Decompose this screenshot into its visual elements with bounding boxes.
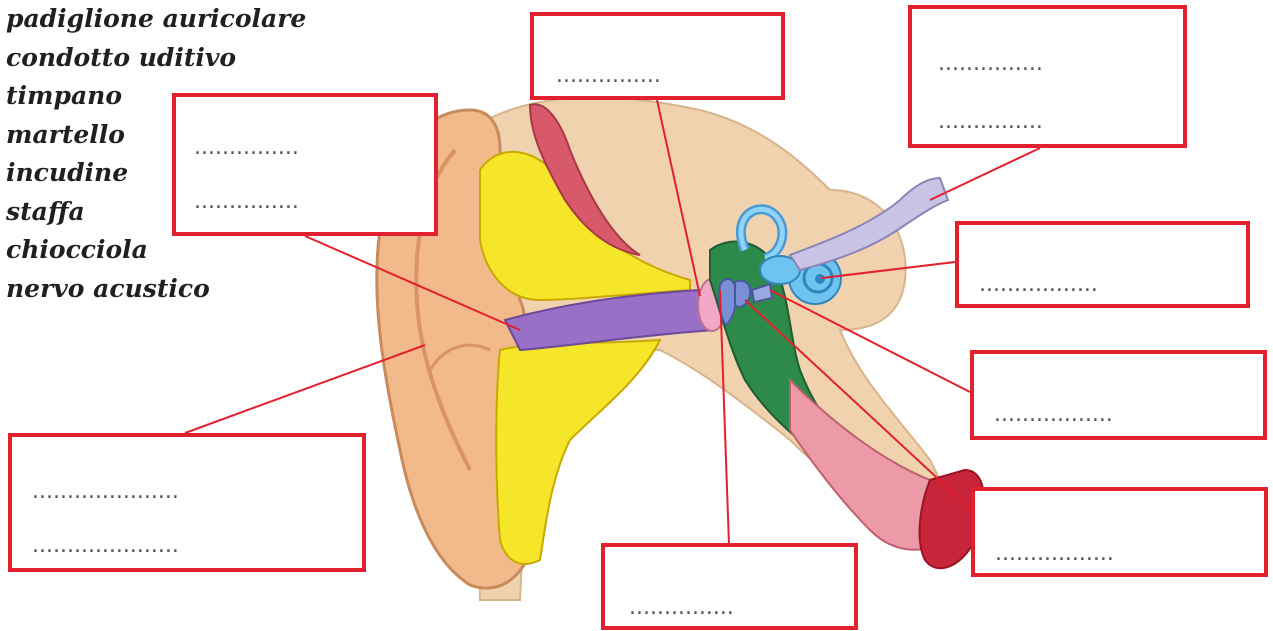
answer-blank[interactable]: ................. [995, 543, 1251, 565]
answer-blank[interactable]: ................. [979, 274, 1233, 296]
label-box-top-left[interactable]: ............... ............... [172, 93, 438, 236]
answer-blank[interactable]: ............... [938, 53, 1166, 75]
leader-line [930, 148, 1040, 200]
label-box-bottom-center[interactable]: ............... [601, 543, 858, 630]
label-box-right-middle[interactable]: ................. [970, 350, 1267, 440]
label-box-top-right[interactable]: ............... ............... [908, 5, 1187, 148]
answer-blank[interactable]: ............... [194, 191, 422, 213]
label-box-top-center[interactable]: ............... [530, 12, 785, 100]
answer-blank[interactable]: ................. [994, 404, 1250, 426]
label-box-right-lower[interactable]: ................. [971, 487, 1268, 577]
cochlea-center [815, 274, 825, 284]
cartilage-lower [496, 340, 660, 564]
answer-blank[interactable]: ..................... [32, 481, 350, 503]
answer-blank[interactable]: ............... [556, 65, 766, 87]
answer-blank[interactable]: ............... [194, 137, 422, 159]
answer-blank[interactable]: ............... [938, 111, 1166, 133]
answer-blank[interactable]: ............... [629, 597, 839, 619]
label-box-bottom-left[interactable]: ..................... ..................… [8, 433, 366, 572]
label-box-right-upper[interactable]: ................. [955, 221, 1250, 308]
answer-blank[interactable]: ..................... [32, 535, 350, 557]
